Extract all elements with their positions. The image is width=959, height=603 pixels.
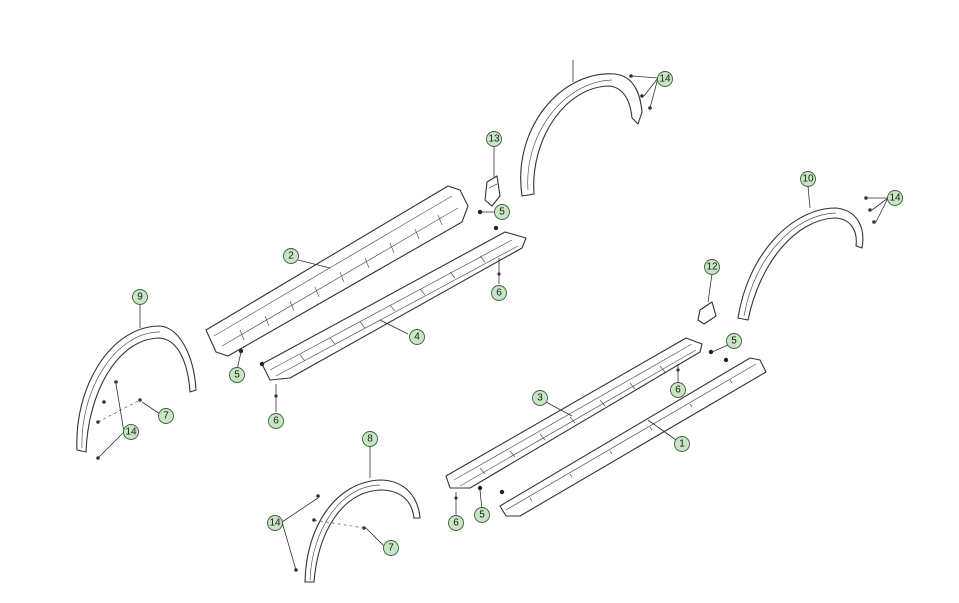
- callout-8-label: 8: [367, 434, 373, 445]
- part-13-bracket: [484, 175, 501, 207]
- callout-6-label: 6: [496, 288, 502, 299]
- callout-14-label: 14: [269, 518, 281, 529]
- callout-7-label: 7: [388, 543, 394, 554]
- callout-5-label: 5: [234, 370, 240, 381]
- callout-3-label: 3: [537, 393, 543, 404]
- callout-6-right: 6: [670, 382, 686, 398]
- callout-5-label: 5: [731, 336, 737, 347]
- part-2-sill-trim: [205, 185, 469, 357]
- leader-lines: [97, 75, 889, 571]
- callout-14-left: 14: [123, 424, 139, 440]
- callout-5-right: 5: [726, 333, 742, 349]
- callout-12-label: 12: [706, 262, 718, 273]
- callout-5-upper-right: 5: [494, 204, 510, 220]
- part-4-sill-bracket: [261, 231, 527, 381]
- callout-9-label: 9: [137, 292, 143, 303]
- callout-14-label: 14: [889, 193, 901, 204]
- callout-1-label: 1: [679, 439, 685, 450]
- callout-14-bottom: 14: [267, 515, 283, 531]
- callout-4: 4: [409, 329, 425, 345]
- callout-6-bottom: 6: [448, 515, 464, 531]
- callout-14-top: 14: [657, 71, 673, 87]
- callout-6-upper: 6: [491, 285, 507, 301]
- callout-13: 13: [486, 131, 502, 147]
- callout-6-label: 6: [273, 416, 279, 427]
- callout-14-right: 14: [887, 190, 903, 206]
- callout-10-label: 10: [802, 174, 814, 185]
- callout-9: 9: [132, 289, 148, 305]
- callout-8: 8: [362, 431, 378, 447]
- part-8-wheel-arch: [304, 479, 421, 583]
- callout-14-label: 14: [125, 427, 137, 438]
- callout-13-label: 13: [488, 134, 500, 145]
- callout-1: 1: [674, 436, 690, 452]
- callout-7-bottom: 7: [383, 540, 399, 556]
- part-10-wheel-arch: [737, 207, 864, 321]
- part-12-bracket: [697, 301, 717, 325]
- callout-5-label: 5: [479, 510, 485, 521]
- callout-6-left: 6: [268, 413, 284, 429]
- callout-6-label: 6: [453, 518, 459, 529]
- wheel-arch-top: [520, 60, 643, 197]
- callout-6-label: 6: [675, 385, 681, 396]
- callout-7-label: 7: [163, 411, 169, 422]
- fasteners: [96, 74, 876, 572]
- callout-5-bottom: 5: [474, 507, 490, 523]
- part-9-wheel-arch: [76, 325, 197, 453]
- callout-5-left: 5: [229, 367, 245, 383]
- part-3-sill-bracket: [445, 337, 703, 489]
- callout-5-label: 5: [499, 207, 505, 218]
- callout-4-label: 4: [414, 332, 420, 343]
- callout-2-label: 2: [288, 251, 294, 262]
- part-1-sill-trim: [499, 357, 767, 517]
- callout-3: 3: [532, 390, 548, 406]
- callout-2: 2: [283, 248, 299, 264]
- callout-14-label: 14: [659, 74, 671, 85]
- callout-7-left: 7: [158, 408, 174, 424]
- callout-10: 10: [800, 171, 816, 187]
- callout-12: 12: [704, 259, 720, 275]
